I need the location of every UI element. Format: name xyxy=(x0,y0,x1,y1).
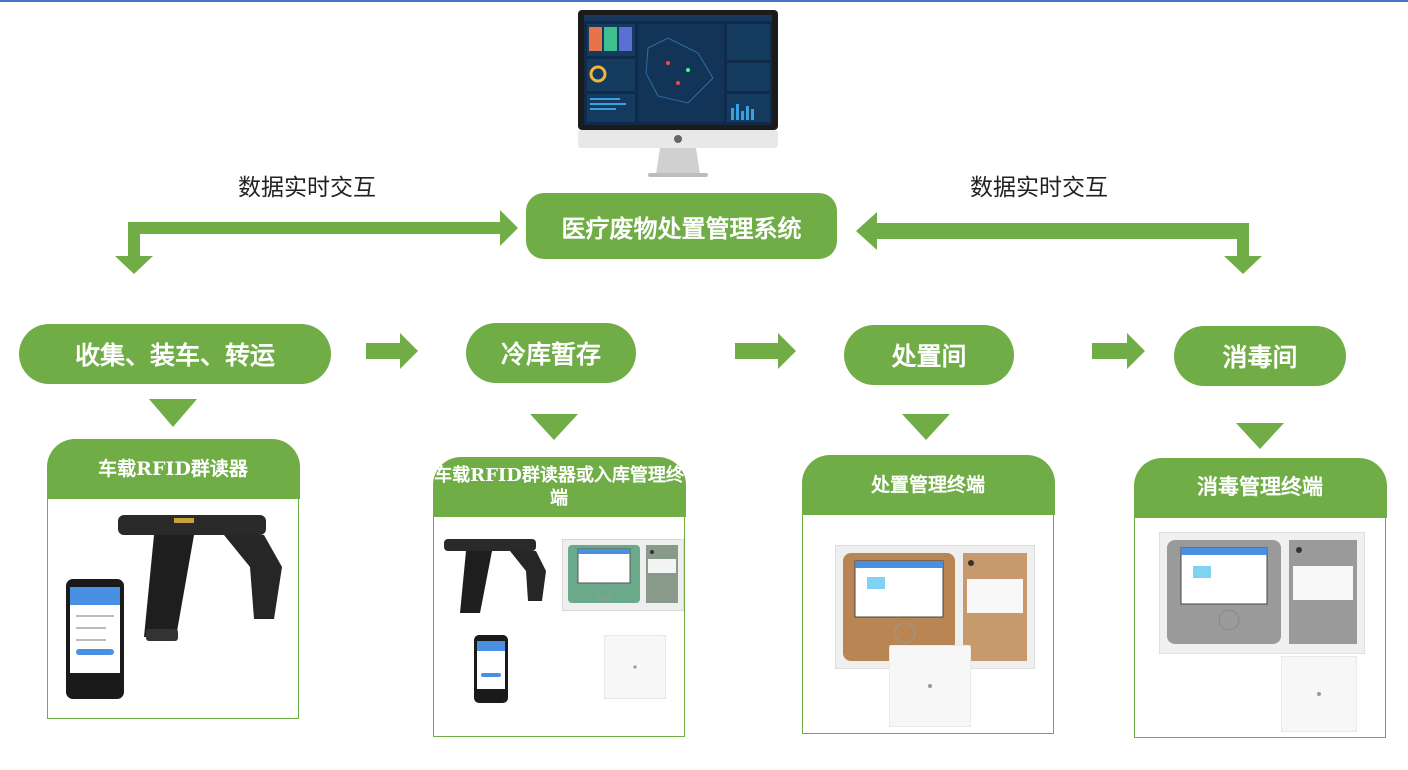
stage-collect-load-transfer: 收集、装车、转运 xyxy=(19,324,331,384)
arrow-stage-1-2 xyxy=(366,333,418,369)
device-card-reader-or-terminal: 车载RFID群读器或入库管理终端 xyxy=(432,457,686,737)
stage-label: 收集、装车、转运 xyxy=(74,341,275,370)
rfid-reader-panel-image xyxy=(1281,656,1357,732)
device-card-vehicle-reader: 车载RFID群读器 xyxy=(46,439,300,719)
monitor-dashboard-image xyxy=(578,8,778,178)
arrow-stage-3-4 xyxy=(1092,333,1145,369)
arrow-down-1 xyxy=(149,399,197,427)
arrow-stage-2-3 xyxy=(735,333,796,369)
stage-disinfection-room: 消毒间 xyxy=(1174,326,1346,386)
device-card-disposal-terminal: 处置管理终端 xyxy=(801,455,1055,734)
stage-label: 消毒间 xyxy=(1222,343,1298,372)
stage-cold-storage: 冷库暂存 xyxy=(466,323,636,383)
device-card-title: 处置管理终端 xyxy=(801,455,1055,515)
stage-disposal-room: 处置间 xyxy=(844,325,1014,385)
device-card-disinfection-terminal: 消毒管理终端 xyxy=(1133,458,1387,738)
central-system-label: 医疗废物处置管理系统 xyxy=(561,214,802,243)
top-border-line xyxy=(0,0,1408,2)
arrow-down-4 xyxy=(1236,423,1284,449)
arrow-left-connector xyxy=(115,210,518,274)
rfid-reader-panel-image xyxy=(604,635,666,699)
rfid-handheld-reader-image xyxy=(444,539,546,613)
management-terminal-image xyxy=(1159,532,1365,654)
rfid-handheld-reader-image xyxy=(118,515,282,641)
stage-label: 处置间 xyxy=(891,342,967,371)
stage-label: 冷库暂存 xyxy=(500,340,601,369)
arrow-right-connector xyxy=(856,212,1262,274)
device-card-title: 消毒管理终端 xyxy=(1133,458,1387,518)
device-card-title: 车载RFID群读器 xyxy=(46,439,300,499)
sync-label-left: 数据实时交互 xyxy=(238,175,376,201)
mobile-terminal-image xyxy=(66,579,124,699)
arrow-down-3 xyxy=(902,414,950,440)
rfid-reader-panel-image xyxy=(889,645,971,727)
sync-label-right: 数据实时交互 xyxy=(970,175,1108,201)
central-system-box: 医疗废物处置管理系统 xyxy=(526,193,837,259)
arrow-down-2 xyxy=(530,414,578,440)
device-card-title: 车载RFID群读器或入库管理终端 xyxy=(432,457,686,517)
mobile-terminal-image xyxy=(474,635,508,703)
management-terminal-image xyxy=(562,539,684,611)
